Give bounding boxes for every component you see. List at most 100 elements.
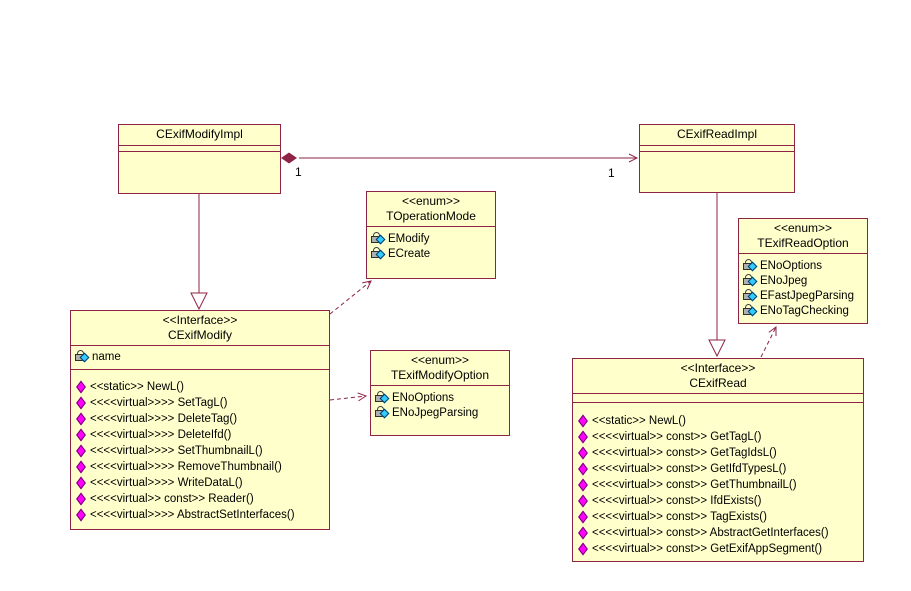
operation-gem-icon bbox=[577, 414, 590, 428]
operation-label: <<<<virtual>>>> AbstractSetInterfaces() bbox=[90, 509, 295, 521]
operations-compartment-empty bbox=[119, 151, 280, 193]
interface-box-cexifmodify[interactable]: <<Interface>> CExifModify name bbox=[70, 310, 330, 530]
enum-value-label: ENoTagChecking bbox=[760, 304, 849, 317]
locked-attribute-icon bbox=[743, 273, 758, 288]
operations-compartment: <<static>> NewL() <<<<virtual>> const>> … bbox=[573, 402, 863, 561]
enum-value-label: ENoOptions bbox=[392, 391, 455, 404]
operation-item: <<<<virtual>>>> WriteDataL() bbox=[75, 475, 327, 491]
class-name: CExifRead bbox=[689, 376, 747, 390]
operation-label: <<<<virtual>> const>> TagExists() bbox=[592, 511, 767, 523]
gem-shape bbox=[578, 414, 588, 427]
operation-gem-icon bbox=[75, 508, 88, 522]
enum-box-texifmodifyoption[interactable]: <<enum>> TExifModifyOption ENoOptions bbox=[370, 350, 510, 436]
gem-shape bbox=[76, 508, 86, 521]
gem-shape bbox=[578, 430, 588, 443]
interface-box-cexifread[interactable]: <<Interface>> CExifRead <<static>> NewL(… bbox=[572, 358, 864, 562]
operation-label: <<<<virtual>>>> RemoveThumbnail() bbox=[90, 461, 282, 473]
stereotype-label: <<enum>> bbox=[773, 221, 833, 235]
operation-item: <<<<virtual>> const>> GetTagIdsL() bbox=[577, 445, 861, 461]
operation-gem-icon bbox=[577, 542, 590, 556]
gem-shape bbox=[76, 460, 86, 473]
locked-attribute-icon bbox=[371, 231, 386, 246]
operation-item: <<<<virtual>>>> DeleteTag() bbox=[75, 411, 327, 427]
operation-label: <<<<virtual>> const>> GetThumbnailL() bbox=[592, 479, 797, 491]
enum-value-item: ENoJpegParsing bbox=[375, 405, 507, 420]
enum-value-item: ENoJpeg bbox=[743, 273, 865, 288]
class-name: TExifReadOption bbox=[757, 236, 849, 250]
operation-item: <<<<virtual>> const>> TagExists() bbox=[577, 509, 861, 525]
gem-shape bbox=[578, 510, 588, 523]
operation-item: <<static>> NewL() bbox=[577, 413, 861, 429]
operation-item: <<<<virtual>> const>> GetThumbnailL() bbox=[577, 477, 861, 493]
class-name: TExifModifyOption bbox=[390, 368, 490, 382]
enum-value-label: ECreate bbox=[388, 247, 431, 260]
class-box-cexifmodifyimpl[interactable]: CExifModifyImpl bbox=[118, 124, 281, 194]
operations-compartment: <<static>> NewL() <<<<virtual>>>> SetTag… bbox=[71, 369, 329, 529]
operation-label: <<<<virtual>> const>> GetIfdTypesL() bbox=[592, 463, 787, 475]
operation-label: <<<<virtual>>>> DeleteIfd() bbox=[90, 429, 232, 441]
operation-gem-icon bbox=[75, 380, 88, 394]
operation-label: <<<<virtual>> const>> IfdExists() bbox=[592, 495, 762, 507]
stereotype-label: <<Interface>> bbox=[162, 313, 238, 327]
gem-shape bbox=[578, 478, 588, 491]
operation-label: <<<<virtual>> const>> Reader() bbox=[90, 493, 254, 505]
operation-item: <<<<virtual>>>> SetTagL() bbox=[75, 395, 327, 411]
operation-item: <<<<virtual>>>> DeleteIfd() bbox=[75, 427, 327, 443]
generalization-arrowhead-read bbox=[708, 339, 726, 358]
operation-gem-icon bbox=[75, 460, 88, 474]
attributes-compartment: name bbox=[71, 345, 329, 369]
operation-gem-icon bbox=[577, 494, 590, 508]
operation-gem-icon bbox=[75, 444, 88, 458]
attributes-compartment-empty bbox=[119, 145, 280, 151]
stereotype-label: <<enum>> bbox=[401, 194, 461, 208]
operation-gem-icon bbox=[75, 476, 88, 490]
class-name: CExifModifyImpl bbox=[156, 127, 243, 141]
attributes-compartment-empty bbox=[640, 145, 794, 151]
operation-item: <<<<virtual>> const>> GetExifAppSegment(… bbox=[577, 541, 861, 557]
gem-shape bbox=[578, 494, 588, 507]
attributes-compartment-empty bbox=[573, 393, 863, 402]
gem-shape bbox=[76, 444, 86, 457]
class-box-cexifreadimpl[interactable]: CExifReadImpl bbox=[639, 124, 795, 193]
class-name: CExifReadImpl bbox=[676, 127, 758, 141]
operation-gem-icon bbox=[75, 412, 88, 426]
gem-shape bbox=[76, 380, 86, 393]
enum-value-item: ENoOptions bbox=[743, 258, 865, 273]
attribute-item: name bbox=[75, 349, 327, 364]
gem-shape bbox=[578, 526, 588, 539]
dependency-line-operationmode bbox=[329, 280, 372, 315]
operation-gem-icon bbox=[577, 446, 590, 460]
dependency-line-modifyoption bbox=[329, 392, 368, 402]
locked-attribute-icon bbox=[375, 405, 390, 420]
multiplicity-label-right: 1 bbox=[608, 166, 615, 180]
locked-attribute-icon bbox=[743, 258, 758, 273]
operation-item: <<<<virtual>> const>> IfdExists() bbox=[577, 493, 861, 509]
attribute-label: name bbox=[92, 350, 121, 363]
locked-attribute-icon bbox=[743, 303, 758, 318]
stereotype-label: <<enum>> bbox=[410, 353, 470, 367]
operation-label: <<<<virtual>> const>> AbstractGetInterfa… bbox=[592, 527, 829, 539]
enum-box-toperationmode[interactable]: <<enum>> TOperationMode EModify bbox=[366, 191, 496, 279]
enum-value-label: ENoJpeg bbox=[760, 274, 808, 287]
operation-label: <<<<virtual>> const>> GetTagL() bbox=[592, 431, 762, 443]
attributes-compartment: ENoOptions ENoJpegParsing bbox=[371, 385, 509, 435]
operation-gem-icon bbox=[75, 428, 88, 442]
gem-shape bbox=[578, 446, 588, 459]
operation-item: <<<<virtual>> const>> GetTagL() bbox=[577, 429, 861, 445]
operation-item: <<<<virtual>>>> SetThumbnailL() bbox=[75, 443, 327, 459]
generalization-arrowhead-modify bbox=[190, 292, 208, 311]
gem-shape bbox=[76, 492, 86, 505]
operation-gem-icon bbox=[577, 526, 590, 540]
operation-item: <<static>> NewL() bbox=[75, 379, 327, 395]
enum-value-label: EFastJpegParsing bbox=[760, 289, 854, 302]
locked-attribute-icon bbox=[375, 390, 390, 405]
enum-box-texifreadoption[interactable]: <<enum>> TExifReadOption ENoOptions bbox=[738, 218, 868, 324]
operation-item: <<<<virtual>> const>> Reader() bbox=[75, 491, 327, 507]
operation-label: <<<<virtual>>>> WriteDataL() bbox=[90, 477, 243, 489]
enum-value-label: EModify bbox=[388, 232, 430, 245]
operation-item: <<<<virtual>>>> AbstractSetInterfaces() bbox=[75, 507, 327, 523]
operation-gem-icon bbox=[577, 462, 590, 476]
operation-label: <<<<virtual>>>> SetThumbnailL() bbox=[90, 445, 263, 457]
